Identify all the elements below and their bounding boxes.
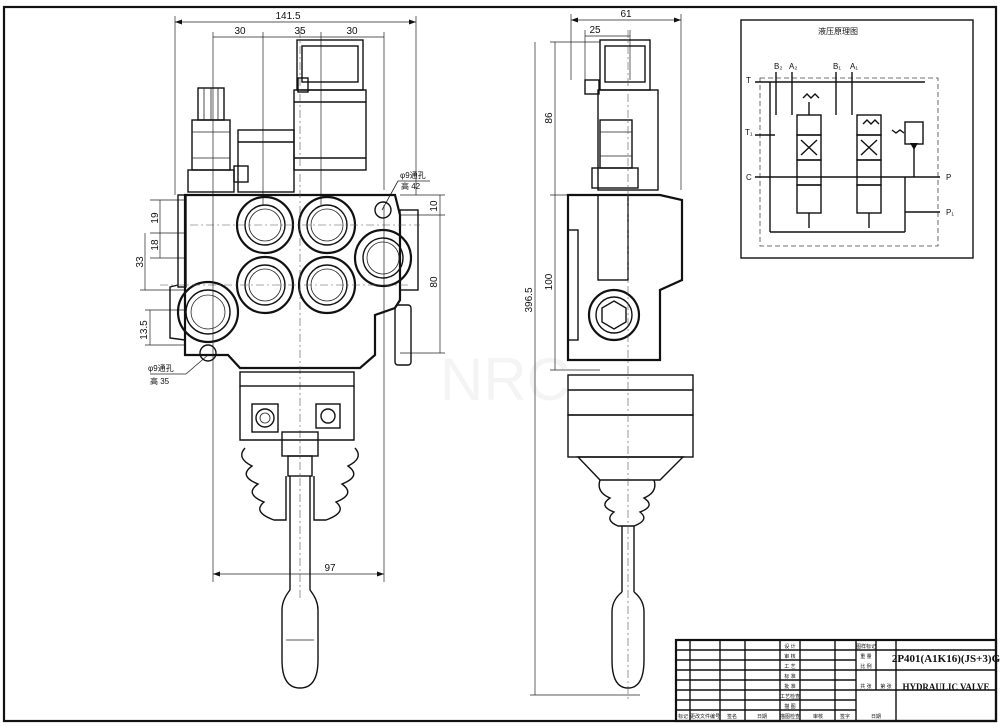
hydraulic-schematic: 液压原理图 B₂ A₂ B₁ A₁ T T₁ C P P₁ <box>740 19 974 259</box>
tb-small-0: 图样标记 <box>856 643 876 650</box>
title-block: 设 计 审 核 工 艺 标 准 批 准 工艺检查 描 图 描图检查 图样标记 重… <box>674 638 1000 723</box>
dim-overall-width: 141.5 <box>275 11 300 22</box>
dim-h-86: 86 <box>544 112 555 124</box>
port-t: T <box>746 76 751 85</box>
spool-2 <box>796 93 822 228</box>
dim-lever-97: 97 <box>324 563 336 574</box>
tb-model: 2P401(A1K16)(JS+3)G <box>892 653 1000 665</box>
dim-h-19: 19 <box>150 212 161 224</box>
tb-label-6: 描 图 <box>784 703 795 710</box>
schematic-frame <box>740 19 974 259</box>
tb-bottom-2: 签名 <box>727 713 737 720</box>
tb-bottom-6: 日期 <box>871 714 881 720</box>
mount-hole-top <box>374 201 392 219</box>
tb-label-3: 标 准 <box>784 673 795 680</box>
port-b2: B₂ <box>774 62 782 71</box>
dim-w-right: 30 <box>346 26 358 37</box>
dim-h-10: 10 <box>429 200 440 212</box>
relief-valve <box>891 121 924 177</box>
tb-label-5: 工艺检查 <box>780 693 800 700</box>
watermark: NRC <box>440 346 570 413</box>
side-port <box>587 288 641 342</box>
dim-width-61: 61 <box>620 9 632 20</box>
tb-label-2: 工 艺 <box>784 664 795 670</box>
dim-h-18: 18 <box>150 239 161 251</box>
tb-label-0: 设 计 <box>784 643 795 650</box>
dim-h-80: 80 <box>429 276 440 288</box>
tb-bottom-5: 签字 <box>840 713 850 720</box>
tb-small-2: 比 例 <box>860 663 871 670</box>
tb-bottom-4: 审核 <box>813 713 823 720</box>
tb-label-1: 审 核 <box>784 653 795 660</box>
port-a1: A₁ <box>850 62 858 71</box>
tb-bottom-3: 日期 <box>757 714 767 720</box>
side-view: 61 25 86 100 396.5 <box>524 9 694 700</box>
spool-1 <box>856 114 882 228</box>
sheet-border <box>2 5 998 723</box>
dim-h-13-5: 13.5 <box>139 320 150 340</box>
port-p: P <box>946 173 951 182</box>
port-a2: A₂ <box>789 62 797 71</box>
mount-hole-bottom <box>199 344 217 362</box>
note-hole-bottom-depth: 高 35 <box>150 376 170 386</box>
tb-small-1: 重 量 <box>860 653 871 660</box>
dim-total-396-5: 396.5 <box>524 287 535 312</box>
tb-name: HYDRAULIC VALVE <box>902 682 989 692</box>
tb-label-4: 批 准 <box>784 683 795 690</box>
dim-w-left: 30 <box>234 26 246 37</box>
port-p1: P₁ <box>946 208 954 217</box>
port-t1: T₁ <box>745 128 753 137</box>
schematic-title: 液压原理图 <box>818 26 858 36</box>
port-b1: B₁ <box>833 62 841 71</box>
note-hole-top: φ9通孔 <box>400 170 426 180</box>
dim-width-25: 25 <box>589 25 601 36</box>
port-pressure <box>353 228 413 288</box>
note-hole-bottom: φ9通孔 <box>148 363 174 373</box>
tb-bottom-1: 更改文件编号 <box>690 713 720 720</box>
note-hole-top-depth: 高 42 <box>401 181 421 191</box>
tb-small-3: 共 张 <box>860 683 871 690</box>
front-view: 141.5 30 35 30 19 18 33 13.5 10 80 <box>135 11 445 689</box>
tb-bottom-0: 标记 <box>678 713 688 720</box>
tb-small-4: 第 张 <box>880 683 891 690</box>
port-tank <box>176 280 240 344</box>
tb-label-7: 描图检查 <box>780 713 800 720</box>
dim-h-100: 100 <box>544 273 555 290</box>
port-c: C <box>746 173 752 182</box>
dim-h-33: 33 <box>135 256 146 268</box>
